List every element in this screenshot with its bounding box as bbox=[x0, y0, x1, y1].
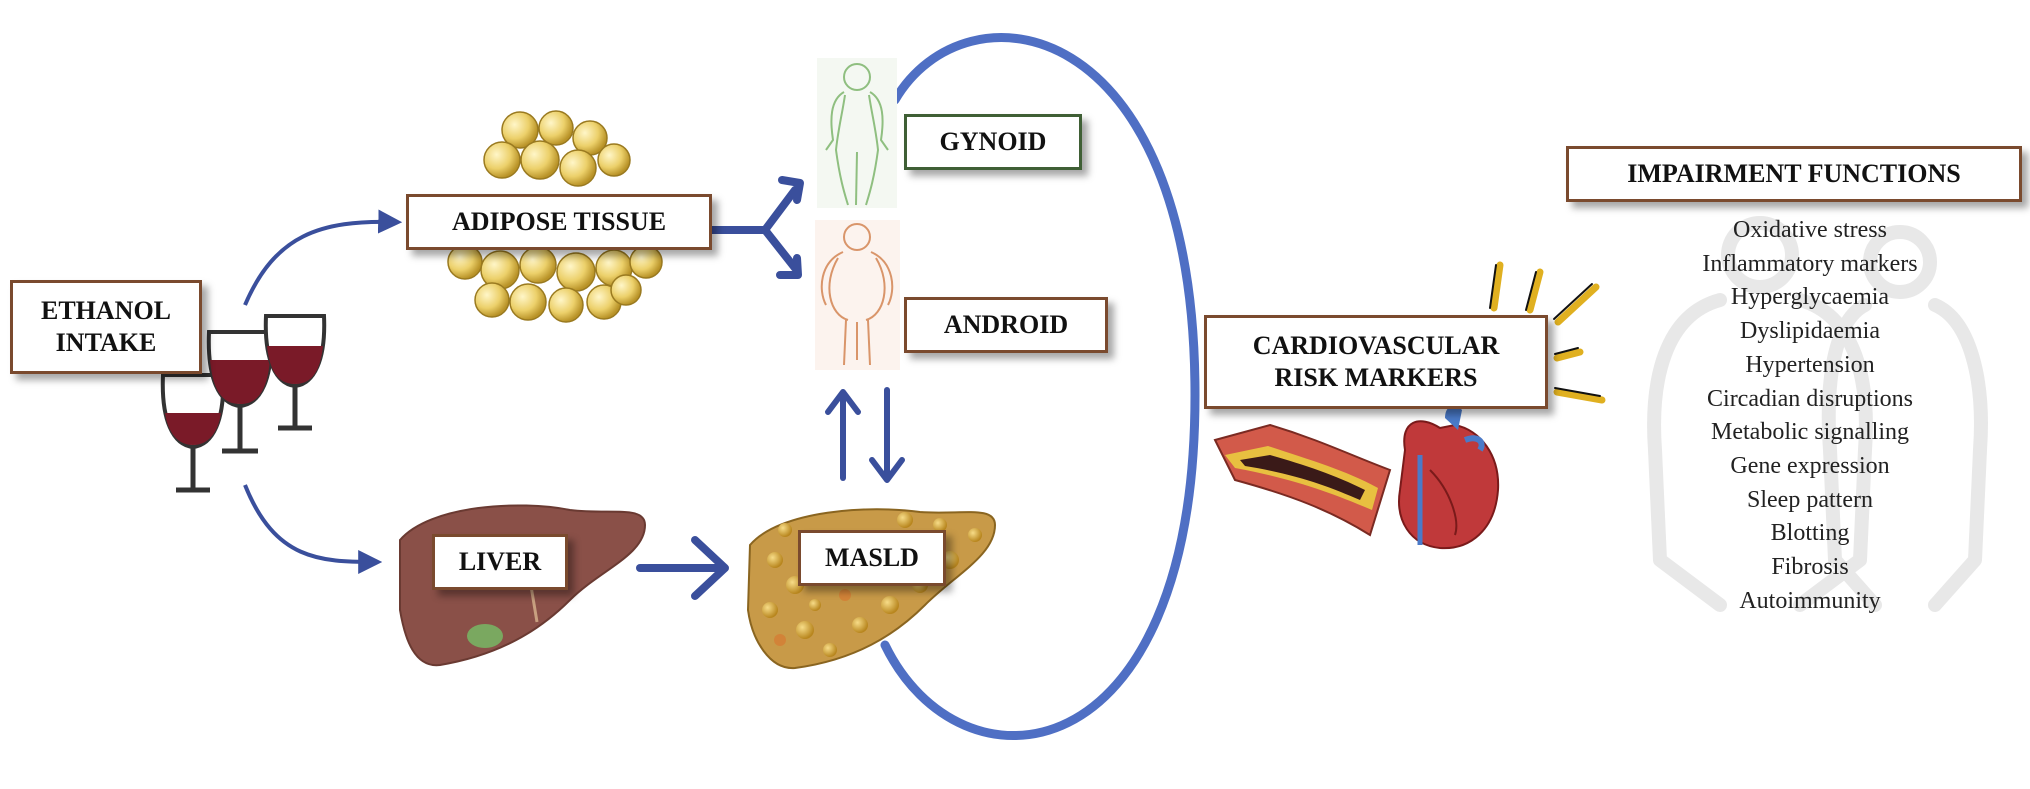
heart-icon bbox=[1398, 405, 1500, 550]
arrow-ethanol-to-liver bbox=[243, 484, 383, 574]
obese-figures-watermark-icon bbox=[1647, 216, 1988, 612]
impairment-item: Oxidative stress bbox=[1733, 217, 1887, 243]
impairment-functions-list: Oxidative stress Inflammatory markers Hy… bbox=[1620, 214, 2000, 618]
adipose-tissue-icon bbox=[447, 110, 663, 323]
impairment-functions-title: IMPAIRMENT FUNCTIONS bbox=[1566, 146, 2022, 202]
impairment-item: Gene expression bbox=[1730, 452, 1890, 479]
arrow-liver-to-masld bbox=[636, 536, 729, 600]
impairment-item: Autoimmunity bbox=[1739, 587, 1881, 614]
wine-glasses-icon bbox=[160, 314, 327, 493]
arrow-ethanol-to-adipose bbox=[243, 209, 403, 306]
feedback-loop bbox=[880, 33, 1200, 740]
node-android: ANDROID bbox=[904, 297, 1108, 353]
impairment-item: Sleep pattern bbox=[1747, 486, 1873, 513]
node-masld: MASLD bbox=[798, 530, 946, 586]
node-gynoid: GYNOID bbox=[904, 114, 1082, 170]
arrow-android-masld-bidirectional bbox=[825, 387, 905, 483]
gynoid-body-icon bbox=[817, 58, 897, 208]
node-ethanol-intake: ETHANOL INTAKE bbox=[10, 280, 202, 374]
android-body-icon bbox=[815, 220, 900, 370]
arrow-adipose-fork bbox=[708, 176, 804, 279]
impairment-item: Hypertension bbox=[1745, 351, 1875, 378]
node-liver: LIVER bbox=[432, 534, 568, 590]
impairment-item: Metabolic signalling bbox=[1711, 419, 1909, 446]
impairment-item: Dyslipidaemia bbox=[1740, 318, 1880, 345]
node-cardiovascular-risk-markers: CARDIOVASCULAR RISK MARKERS bbox=[1204, 315, 1548, 409]
impairment-item: Hyperglycaemia bbox=[1730, 284, 1890, 311]
impairment-item: Fibrosis bbox=[1771, 554, 1849, 581]
impairment-item: Circadian disruptions bbox=[1707, 385, 1913, 412]
artery-icon bbox=[1213, 423, 1392, 537]
impairment-item: Blotting bbox=[1770, 520, 1850, 547]
impairment-item: Inflammatory markers bbox=[1702, 250, 1918, 277]
burst-lines-icon bbox=[1490, 261, 1606, 404]
node-adipose-tissue: ADIPOSE TISSUE bbox=[406, 194, 712, 250]
